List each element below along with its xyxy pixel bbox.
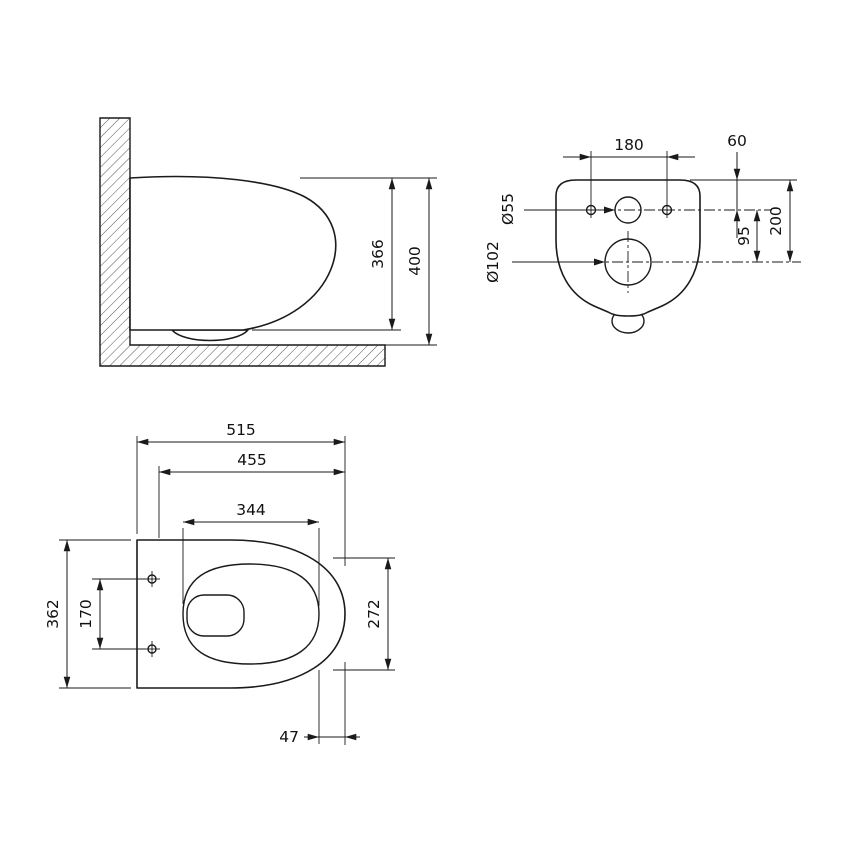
dim-label-95: 95 bbox=[735, 226, 753, 246]
dimension-200: 200 bbox=[767, 180, 794, 262]
dim-label-400: 400 bbox=[406, 246, 424, 276]
dimension-272: 272 bbox=[365, 558, 392, 670]
dimension-60: 60 bbox=[690, 132, 797, 238]
dim-label-47: 47 bbox=[279, 728, 299, 746]
dimension-455: 455 bbox=[159, 451, 345, 476]
dimension-dia-102: Ø102 bbox=[484, 241, 605, 283]
top-hole-crosses bbox=[144, 571, 160, 657]
dimension-47: 47 bbox=[279, 728, 360, 746]
dim-label-362: 362 bbox=[44, 599, 62, 629]
dimension-dia-55: Ø55 bbox=[499, 193, 615, 225]
side-extension-lines bbox=[252, 177, 437, 346]
dimension-362: 362 bbox=[44, 540, 71, 688]
dimension-515: 515 bbox=[137, 421, 345, 446]
dim-label-dia-102: Ø102 bbox=[484, 241, 502, 283]
dim-label-366: 366 bbox=[369, 239, 387, 269]
dim-label-170: 170 bbox=[77, 599, 95, 629]
seat-inner-oval bbox=[182, 563, 320, 665]
dim-label-180: 180 bbox=[614, 136, 644, 154]
dim-label-515: 515 bbox=[226, 421, 256, 439]
dimension-170: 170 bbox=[77, 579, 104, 649]
dim-label-455: 455 bbox=[237, 451, 267, 469]
dim-label-272: 272 bbox=[365, 599, 383, 629]
dim-label-200: 200 bbox=[767, 206, 785, 236]
dimension-400: 400 bbox=[406, 178, 433, 345]
dim-label-dia-55: Ø55 bbox=[499, 193, 517, 225]
dimension-366: 366 bbox=[369, 178, 396, 330]
dimension-95: 95 bbox=[735, 210, 761, 262]
side-view: 366 400 bbox=[99, 117, 437, 367]
toilet-outlet-bump-side bbox=[171, 329, 249, 342]
top-extension-lines bbox=[59, 436, 395, 745]
dim-label-60: 60 bbox=[727, 132, 747, 150]
toilet-side-profile bbox=[129, 175, 337, 331]
rear-view: 180 60 95 200 Ø55 Ø1 bbox=[484, 132, 801, 334]
dim-label-344: 344 bbox=[236, 501, 266, 519]
bowl-sump-outline bbox=[186, 594, 245, 637]
dimension-180: 180 bbox=[563, 136, 695, 202]
dimension-344: 344 bbox=[183, 501, 319, 526]
top-view: 515 455 344 362 170 272 bbox=[44, 421, 395, 746]
